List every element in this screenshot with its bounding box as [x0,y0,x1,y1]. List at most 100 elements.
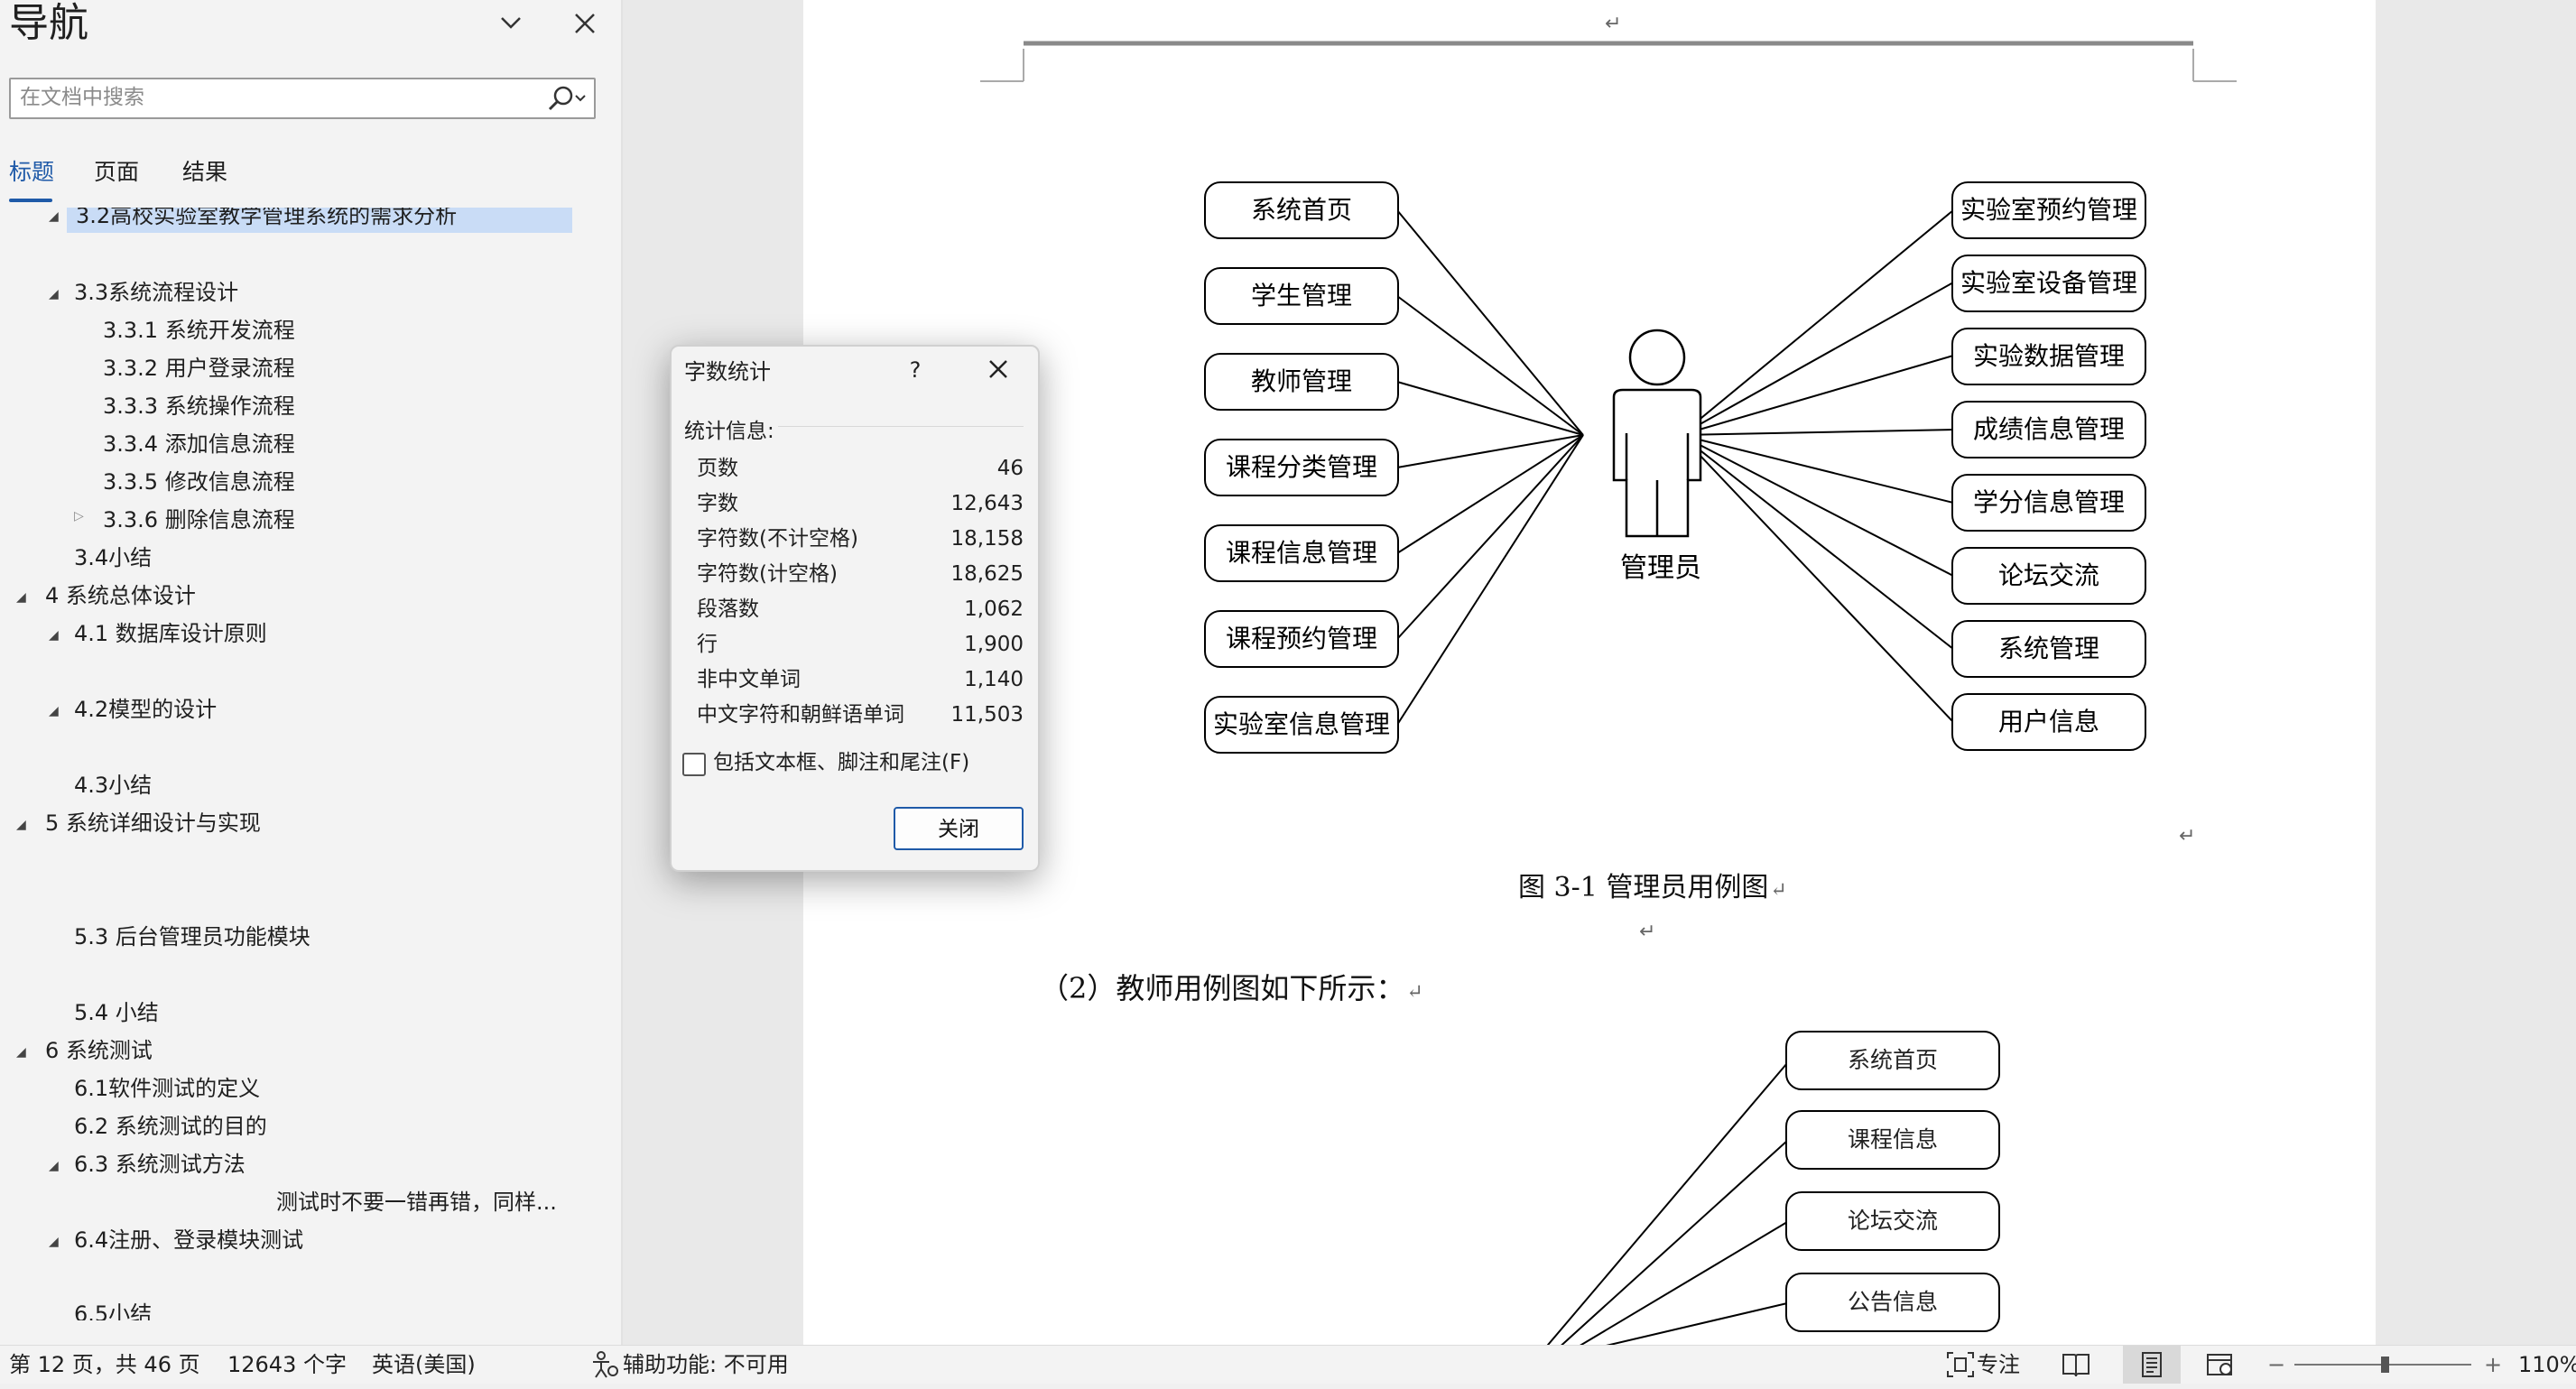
use-case-oval: 实验室预约管理 [1951,181,2146,239]
figure-caption: 图 3-1 管理员用例图↵ [1518,872,1787,903]
include-textboxes-checkbox[interactable] [682,753,706,776]
expand-caret-icon[interactable]: ◢ [49,287,59,301]
use-case-oval: 论坛交流 [1785,1191,2000,1251]
zoom-in-button[interactable]: + [2484,1352,2503,1377]
navigation-pane: 导航 标题 页面 结果 3.2高校实验室教学管理系统的需求分析 ◢ ◢ 3.3系… [0,0,623,1345]
stat-value: 1,062 [964,597,1024,621]
close-button[interactable]: 关闭 [894,807,1024,850]
use-case-oval: 教师管理 [1204,353,1399,411]
stat-label: 字符数(计空格) [697,562,838,586]
nav-close-icon[interactable] [563,4,607,43]
close-icon[interactable] [978,352,1018,388]
stat-value: 18,158 [950,527,1024,551]
stat-row: 字符数(不计空格)18,158 [697,522,1024,556]
toc-item[interactable]: 6.2 系统测试的目的 [74,1114,267,1139]
use-case-oval: 课程分类管理 [1204,439,1399,496]
collapsed-caret-icon[interactable]: ▷ [74,509,84,523]
stat-value: 46 [996,457,1024,480]
toc-item[interactable]: 3.3.6 删除信息流程 [103,507,295,532]
toc-item[interactable]: 4 系统总体设计 [45,583,196,608]
use-case-oval: 论坛交流 [1951,547,2146,605]
toc-item[interactable]: 3.3.5 修改信息流程 [103,469,295,495]
use-case-oval: 系统首页 [1785,1031,2000,1090]
expand-caret-icon[interactable]: ◢ [16,818,26,832]
use-case-oval: 实验室设备管理 [1951,255,2146,312]
document-area: ↵ [623,0,2576,1345]
zoom-out-button[interactable]: − [2267,1352,2286,1377]
read-mode-icon[interactable] [2060,1349,2092,1380]
stat-label: 非中文单词 [697,668,801,691]
stat-row: 中文字符和朝鲜语单词 11,503 [697,698,1024,732]
stat-label: 中文字符和朝鲜语单词 [697,703,904,727]
print-layout-view-button[interactable] [2123,1346,2181,1384]
toc-item[interactable]: 3.3系统流程设计 [74,280,239,305]
use-case-oval: 成绩信息管理 [1951,401,2146,458]
toc-item[interactable]: 5.3 后台管理员功能模块 [74,924,310,949]
stat-value: 18,625 [950,562,1024,586]
toc-item[interactable]: 3.3.4 添加信息流程 [103,431,295,457]
document-page[interactable]: ↵ [803,0,2376,1345]
toc-item[interactable]: 5 系统详细设计与实现 [45,810,261,836]
expand-caret-icon[interactable]: ◢ [49,628,59,643]
expand-caret-icon[interactable]: ◢ [16,590,26,605]
focus-icon[interactable] [1944,1349,1977,1380]
toc-item[interactable]: 6.5小结 [74,1301,153,1320]
focus-mode-button[interactable]: 专注 [1977,1352,2020,1377]
divider [778,426,1024,427]
accessibility-icon[interactable] [588,1349,621,1380]
toc-item[interactable]: 6.4注册、登录模块测试 [74,1227,304,1253]
toc-item[interactable]: 3.4小结 [74,545,153,570]
toc-item[interactable]: 3.2高校实验室教学管理系统的需求分析 [76,208,458,228]
toc-item[interactable]: 6.3 系统测试方法 [74,1152,246,1177]
search-icon[interactable] [540,83,590,114]
paragraph-mark: ↵ [1605,13,1622,35]
accessibility-status[interactable]: 辅助功能: 不可用 [623,1352,789,1377]
nav-options-chevron-icon[interactable] [489,4,533,43]
admin-use-case-lines [1396,209,1954,726]
expand-caret-icon[interactable]: ◢ [49,209,59,224]
stat-value: 11,503 [950,703,1024,727]
word-count-status[interactable]: 12643 个字 [227,1352,347,1377]
search-input[interactable] [20,85,525,110]
tab-pages[interactable]: 页面 [94,159,140,185]
page-header-rule [980,41,2237,82]
stat-value: 1,900 [964,633,1024,656]
paragraph-mark: ↵ [2179,825,2196,847]
toc-item[interactable]: 3.3.2 用户登录流程 [103,356,295,381]
expand-caret-icon[interactable]: ◢ [49,1235,59,1249]
help-button[interactable]: ? [909,357,922,383]
expand-caret-icon[interactable]: ◢ [16,1045,26,1060]
toc-item[interactable]: 6 系统测试 [45,1038,153,1063]
actor-person-icon [1612,329,1702,538]
language-status[interactable]: 英语(美国) [372,1352,476,1377]
nav-search-box [9,78,596,119]
toc-item[interactable]: 6.1软件测试的定义 [74,1076,261,1101]
checkbox-label[interactable]: 包括文本框、脚注和尾注(F) [713,751,970,774]
toc-item[interactable]: 3.3.3 系统操作流程 [103,394,295,419]
nav-title: 导航 [9,0,88,46]
tab-headings[interactable]: 标题 [9,159,55,185]
toc-item[interactable]: 4.2模型的设计 [74,697,218,722]
page-info[interactable]: 第 12 页，共 46 页 [9,1352,200,1377]
toc-item[interactable]: 4.3小结 [74,773,153,798]
use-case-oval: 课程预约管理 [1204,610,1399,668]
web-layout-icon[interactable] [2204,1349,2237,1380]
use-case-oval: 实验室信息管理 [1204,696,1399,754]
expand-caret-icon[interactable]: ◢ [49,704,59,718]
zoom-level[interactable]: 110% [2518,1352,2576,1377]
tab-active-indicator [9,199,52,202]
expand-caret-icon[interactable]: ◢ [49,1159,59,1173]
toc-item[interactable]: 4.1 数据库设计原则 [74,621,267,646]
stats-section-label: 统计信息: [684,420,774,443]
toc-item[interactable]: 5.4 小结 [74,1000,159,1025]
zoom-slider[interactable] [2293,1346,2473,1384]
dialog-title: 字数统计 [684,359,771,384]
toc-item[interactable]: 测试时不要一错再错，同样... [276,1190,557,1215]
use-case-oval: 公告信息 [1785,1273,2000,1332]
toc-item[interactable]: 3.3.1 系统开发流程 [103,318,295,343]
tab-results[interactable]: 结果 [182,159,228,185]
